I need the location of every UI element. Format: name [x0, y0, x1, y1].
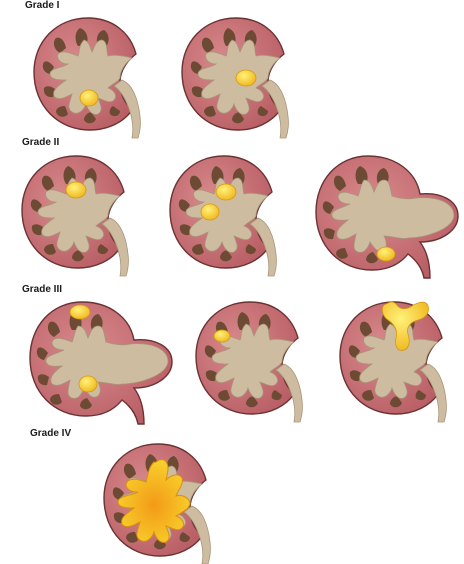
grade-iii-kidney-3	[340, 302, 446, 422]
grade-ii-kidney-3	[316, 156, 458, 278]
stone-icon	[79, 376, 97, 392]
grade-iv-kidney	[104, 444, 210, 564]
stone-icon	[236, 70, 256, 86]
grade-ii-kidney-1	[22, 156, 128, 276]
stone-icon	[66, 182, 86, 198]
stone-icon	[80, 90, 98, 106]
grade-i-kidney-1	[34, 18, 140, 138]
grade-ii-kidney-2	[170, 156, 276, 276]
stone-icon	[70, 305, 90, 319]
stone-icon	[214, 330, 230, 342]
stone-icon	[201, 204, 219, 220]
stone-icon	[216, 184, 236, 200]
grade-iii-kidney-1	[30, 302, 172, 424]
grade-i-kidney-2	[182, 18, 288, 138]
grade-iii-kidney-2	[196, 302, 302, 422]
stone-icon	[377, 247, 395, 261]
